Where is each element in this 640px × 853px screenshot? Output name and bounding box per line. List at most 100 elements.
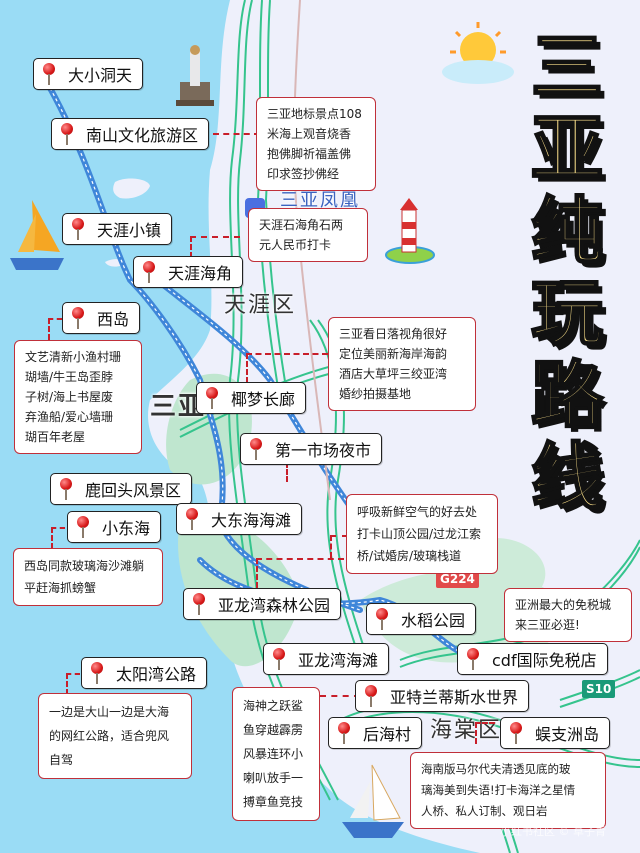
district-sanya: 三亚 [150,392,207,422]
sailboat-icon-bottom [342,764,404,838]
place-cdf[interactable]: cdf国际免税店 [457,643,608,675]
note-line: 婚纱拍摄基地 [339,387,412,401]
title-char-3: 纯 [530,189,605,273]
connector [256,558,344,560]
note-wuzhizhou: 海南版马尔代夫清透见底的玻 璃海美到失语!打卡海洋之星情 人桥、私人订制、观日岩 [410,752,606,829]
connector [330,535,348,537]
map-pin-icon [466,648,480,670]
place-label: 椰梦长廊 [231,390,296,409]
note-line: 的网红公路，适合兜风 [49,729,170,743]
note-line: 自驾 [49,753,74,767]
place-diyi-market[interactable]: 第一市场夜市 [240,433,383,465]
note-line: 天涯石海角石两 [259,218,344,232]
watermark: 小红书社区 © 草子青 [500,825,606,838]
map-pin-icon [272,648,286,670]
note-line: 一边是大山一边是大海 [49,705,170,719]
place-yalong-forest[interactable]: 亚龙湾森林公园 [183,588,342,620]
place-label: 亚龙湾海滩 [298,651,379,670]
note-line: 呼吸新鲜空气的好去处 [357,505,478,519]
connector [48,318,62,320]
note-line: 喇叭放手一 [243,771,304,785]
note-cdf: 亚洲最大的免税城 来三亚必逛! [504,588,632,642]
place-label: 第一市场夜市 [275,441,372,460]
place-label: 后海村 [363,725,412,744]
place-yalong-beach[interactable]: 亚龙湾海滩 [263,643,390,675]
connector [190,236,240,238]
connector [330,535,332,558]
sailboat-icon [10,200,64,270]
map-pin-icon [42,63,56,85]
note-xidao: 文艺清新小渔村珊 瑚墙/牛王岛歪脖 子树/海上书屋废 弃渔船/爱心墙珊 瑚百年老… [14,340,142,454]
place-xiaodonghai[interactable]: 小东海 [67,511,162,543]
district-phoenix-airport: 三亚凤凰 [280,190,360,211]
note-line: 弃渔船/爱心墙珊 [25,410,114,424]
place-label: 鹿回头风景区 [85,481,182,500]
connector [66,673,68,695]
place-xidao[interactable]: 西岛 [62,302,141,334]
note-atlantis: 海神之跃鲨 鱼穿越霹雳 风暴连环小 喇叭放手一 搏章鱼竞技 [232,687,320,821]
place-tianya-town[interactable]: 天涯小镇 [62,213,173,245]
note-line: 海南版马尔代夫清透见底的玻 [421,762,571,776]
road-badge-s10: S10 [582,680,616,698]
place-wuzhizhou[interactable]: 蜈支洲岛 [500,717,611,749]
map-pin-icon [205,387,219,409]
map-pin-icon [185,508,199,530]
note-line: 瑚百年老屋 [25,430,86,444]
map-pin-icon [192,593,206,615]
guanyin-statue-icon [176,45,214,106]
place-daxiaodongtian[interactable]: 大小洞天 [33,58,144,90]
place-nanshan[interactable]: 南山文化旅游区 [51,118,210,150]
map-pin-icon [364,685,378,707]
map-pin-icon [71,218,85,240]
note-line: 定位美丽新海岸海韵 [339,347,448,361]
note-tianyahaijiao: 天涯石海角石两 元人民币打卡 [248,208,368,262]
place-yemeng[interactable]: 椰梦长廊 [196,382,307,414]
place-shuidao[interactable]: 水稻公园 [366,603,477,635]
note-line: 酒店大草坪三绞亚湾 [339,367,448,381]
note-yalong-forest: 呼吸新鲜空气的好去处 打卡山顶公园/过龙江索 桥/试婚房/玻璃栈道 [346,494,498,574]
connector [475,722,477,744]
note-line: 亚洲最大的免税城 [515,598,612,612]
map-pin-icon [337,722,351,744]
place-label: 蜈支洲岛 [535,725,600,744]
note-line: 西岛同款玻璃海沙滩躺 [24,559,145,573]
note-line: 印求签抄佛经 [267,167,340,181]
connector [51,527,53,549]
place-label: 大东海海滩 [211,511,292,530]
connector [256,558,258,588]
place-label: 水稻公园 [401,611,466,630]
note-line: 海神之跃鲨 [243,699,304,713]
place-label: 天涯海角 [168,264,233,283]
sun-cloud-icon [442,22,514,84]
place-tianyahaijiao[interactable]: 天涯海角 [133,256,244,288]
place-label: 亚特兰蒂斯水世界 [390,688,519,707]
map-pin-icon [142,261,156,283]
lighthouse-icon [385,198,435,264]
note-line: 瑚墙/牛王岛歪脖 [25,370,114,384]
connector [286,462,288,482]
map-pin-icon [375,608,389,630]
place-dadonghai[interactable]: 大东海海滩 [176,503,303,535]
map-pin-icon [76,516,90,538]
place-taiyangwan[interactable]: 太阳湾公路 [81,657,208,689]
note-line: 来三亚必逛! [515,618,580,632]
map-pin-icon [60,123,74,145]
title-char-5: 路 [530,353,605,437]
place-label: 南山文化旅游区 [86,126,199,145]
title-char-4: 玩 [530,271,605,355]
note-line: 打卡山顶公园/过龙江索 [357,527,482,541]
connector [48,318,50,340]
place-atlantis[interactable]: 亚特兰蒂斯水世界 [355,680,530,712]
place-luhuitou[interactable]: 鹿回头风景区 [50,473,193,505]
note-line: 桥/试婚房/玻璃栈道 [357,549,462,563]
connector [190,236,192,258]
note-line: 三亚看日落视角很好 [339,327,448,341]
connector [320,695,360,697]
place-houhai[interactable]: 后海村 [328,717,423,749]
note-yemeng: 三亚看日落视角很好 定位美丽新海岸海韵 酒店大草坪三绞亚湾 婚纱拍摄基地 [328,317,476,411]
note-xiaodonghai: 西岛同款玻璃海沙滩躺 平赶海抓螃蟹 [13,548,163,606]
place-label: 大小洞天 [68,66,133,85]
map-pin-icon [59,478,73,500]
note-line: 抱佛脚祈福盖佛 [267,147,352,161]
